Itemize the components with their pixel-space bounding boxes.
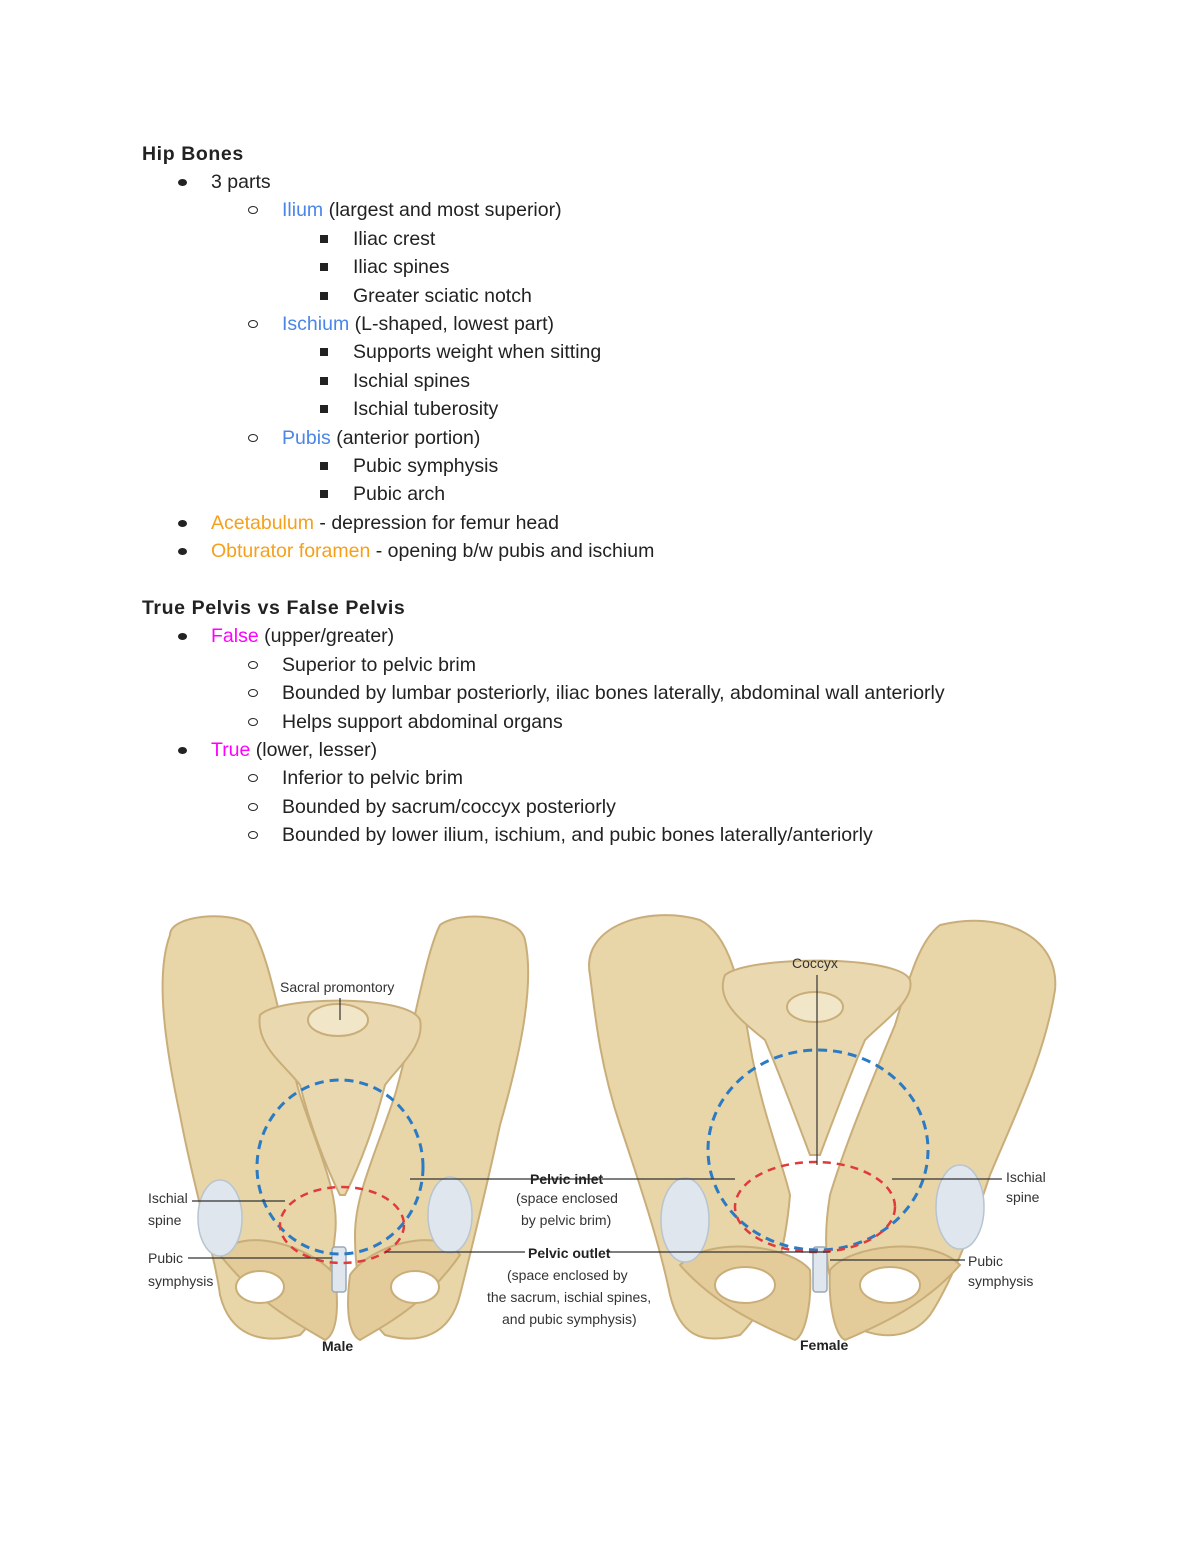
male-left-obturator	[235, 1270, 285, 1304]
pelvis-illustration: Sacral promontory Coccyx Ischial spine P…	[148, 914, 1057, 1354]
list-item-ilium: Ilium (largest and most superior)	[142, 196, 1142, 224]
label-pubic-symphysis-left-2: symphysis	[148, 1273, 213, 1289]
list-item-true: True (lower, lesser)	[142, 736, 1142, 764]
list-item: Supports weight when sitting	[142, 338, 1142, 366]
term-pubis: Pubis	[282, 426, 331, 449]
female-right-obturator	[859, 1266, 921, 1304]
list-item-acetabulum: Acetabulum - depression for femur head	[142, 509, 1142, 537]
label-pelvic-outlet-desc-3: and pubic symphysis)	[502, 1311, 637, 1327]
label-ischial-spine-right-1: Ischial	[1006, 1169, 1046, 1185]
male-right-ilium	[353, 915, 530, 1340]
male-right-acetabulum	[427, 1176, 473, 1254]
leader-lines	[188, 975, 1002, 1261]
hip-bones-list: 3 parts Ilium (largest and most superior…	[142, 168, 1142, 565]
label-pubic-symphysis-right-2: symphysis	[968, 1273, 1033, 1289]
list-item: Bounded by lower ilium, ischium, and pub…	[142, 821, 1142, 849]
list-item: Ischial tuberosity	[142, 395, 1142, 423]
male-left-acetabulum	[197, 1179, 243, 1257]
label-pelvic-inlet: Pelvic inlet	[530, 1171, 603, 1187]
list-item-pubis: Pubis (anterior portion)	[142, 424, 1142, 452]
female-right-acetabulum	[935, 1164, 985, 1250]
heading-hip-bones: Hip Bones	[142, 143, 244, 165]
label-coccyx: Coccyx	[792, 955, 838, 971]
list-item: Bounded by lumbar posteriorly, iliac bon…	[142, 679, 1142, 707]
label-male: Male	[322, 1338, 353, 1354]
female-pubic-symphysis-cartilage	[812, 1246, 828, 1293]
label-pelvic-inlet-desc-2: by pelvic brim)	[521, 1212, 611, 1228]
male-sacral-body	[307, 1003, 369, 1037]
list-item: Iliac spines	[142, 253, 1142, 281]
male-right-obturator	[390, 1270, 440, 1304]
heading-true-vs-false-pelvis: True Pelvis vs False Pelvis	[142, 597, 406, 620]
label-pelvic-outlet-desc-1: (space enclosed by	[507, 1267, 628, 1283]
label-pelvic-inlet-desc-1: (space enclosed	[516, 1190, 618, 1206]
label-ischial-spine-left-1: Ischial	[148, 1190, 188, 1206]
list-item: Bounded by sacrum/coccyx posteriorly	[142, 793, 1142, 821]
female-pelvis	[588, 914, 1057, 1342]
pelvis-figure: Sacral promontory Coccyx Ischial spine P…	[140, 895, 1070, 1370]
list-item: Inferior to pelvic brim	[142, 764, 1142, 792]
label-ischial-spine-right-2: spine	[1006, 1189, 1040, 1205]
list-item: 3 parts	[142, 168, 1142, 196]
list-item: Superior to pelvic brim	[142, 651, 1142, 679]
list-item: Ischial spines	[142, 367, 1142, 395]
list-item-ischium: Ischium (L-shaped, lowest part)	[142, 310, 1142, 338]
list-item: Pubic symphysis	[142, 452, 1142, 480]
list-item: Pubic arch	[142, 480, 1142, 508]
male-sacrum	[258, 999, 422, 1196]
label-ischial-spine-left-2: spine	[148, 1212, 182, 1228]
female-sacral-body	[786, 991, 844, 1023]
male-pubic-symphysis-cartilage	[331, 1246, 347, 1293]
term-false: False	[211, 625, 259, 648]
term-true: True	[211, 739, 251, 762]
list-item: Helps support abdominal organs	[142, 708, 1142, 736]
document-body: Hip Bones 3 parts Ilium (largest and mos…	[142, 140, 1142, 850]
term-obturator-foramen: Obturator foramen	[211, 540, 371, 563]
term-ilium: Ilium	[282, 199, 324, 222]
list-item: Greater sciatic notch	[142, 282, 1142, 310]
male-pelvic-inlet	[255, 1078, 425, 1256]
label-pelvic-outlet-desc-2: the sacrum, ischial spines,	[487, 1289, 651, 1305]
label-sacral-promontory: Sacral promontory	[280, 979, 394, 995]
label-pubic-symphysis-right-1: Pubic	[968, 1253, 1003, 1269]
list-item-false: False (upper/greater)	[142, 622, 1142, 650]
term-ischium: Ischium	[282, 312, 350, 335]
label-pubic-symphysis-left-1: Pubic	[148, 1250, 183, 1266]
list-item: Iliac crest	[142, 225, 1142, 253]
male-pelvic-outlet	[278, 1185, 406, 1265]
list-item-obturator: Obturator foramen - opening b/w pubis an…	[142, 537, 1142, 565]
term-acetabulum: Acetabulum	[211, 511, 314, 534]
label-pelvic-outlet: Pelvic outlet	[528, 1245, 611, 1261]
pelvis-list: False (upper/greater) Superior to pelvic…	[142, 622, 1142, 849]
male-pelvis	[161, 915, 530, 1342]
label-female: Female	[800, 1337, 848, 1353]
female-left-obturator	[714, 1266, 776, 1304]
female-left-acetabulum	[660, 1177, 710, 1263]
female-pelvic-inlet	[706, 1048, 930, 1252]
